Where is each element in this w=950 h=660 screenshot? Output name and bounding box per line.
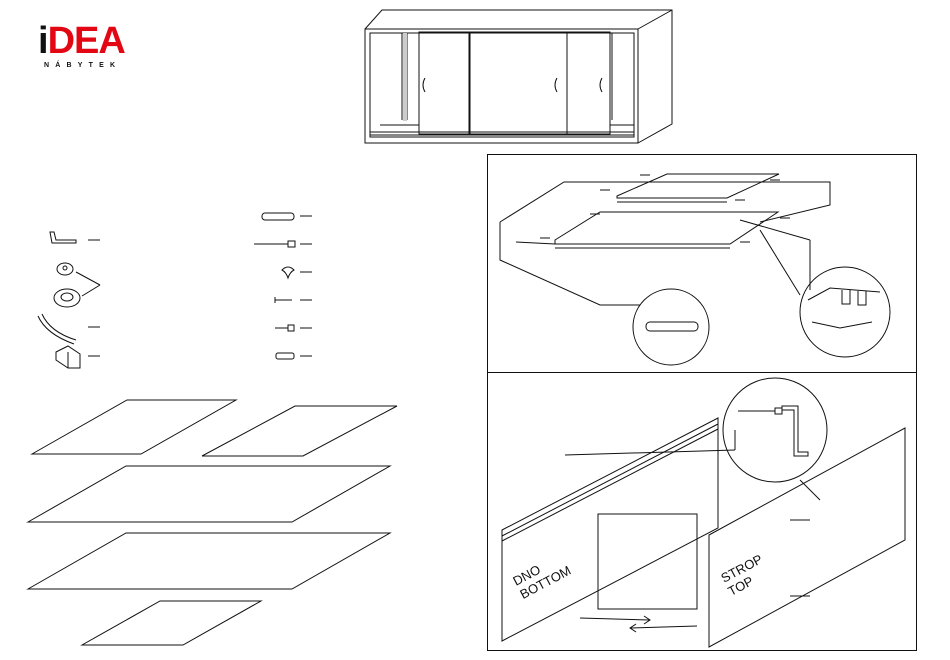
step-1-drawing (500, 174, 890, 365)
panel-side-right (202, 406, 397, 456)
cam-housing-icon (54, 272, 100, 307)
panel-partition (82, 601, 261, 645)
allen-key-icon (50, 232, 100, 243)
rail-profile-icon (56, 346, 100, 368)
rail-detail-icon (800, 267, 890, 357)
wooden-dowel-icon (262, 213, 312, 220)
long-screw-icon (254, 241, 312, 247)
cabinet-overview (365, 10, 672, 143)
small-screw-icon (275, 325, 312, 331)
mushroom-cap-icon (282, 267, 312, 278)
curved-rail-icon (38, 314, 100, 344)
nail-icon (275, 297, 312, 303)
panel-side-left (32, 400, 236, 454)
door-handle-icon (555, 78, 557, 92)
screw-key-detail-icon (723, 378, 827, 482)
dowel-detail-icon (633, 289, 709, 365)
bottom-label: DNO BOTTOM (510, 549, 573, 601)
cam-lock-icon (57, 263, 73, 275)
top-label: STROP TOP (718, 551, 772, 599)
door-handle-icon (600, 78, 602, 92)
panel-top (28, 533, 390, 589)
panel-parts (28, 400, 397, 645)
short-screw-icon (276, 353, 312, 359)
step-2-drawing (502, 378, 905, 647)
door-handle-icon (423, 78, 425, 92)
hardware-list (38, 213, 312, 368)
panel-bottom (28, 466, 390, 522)
